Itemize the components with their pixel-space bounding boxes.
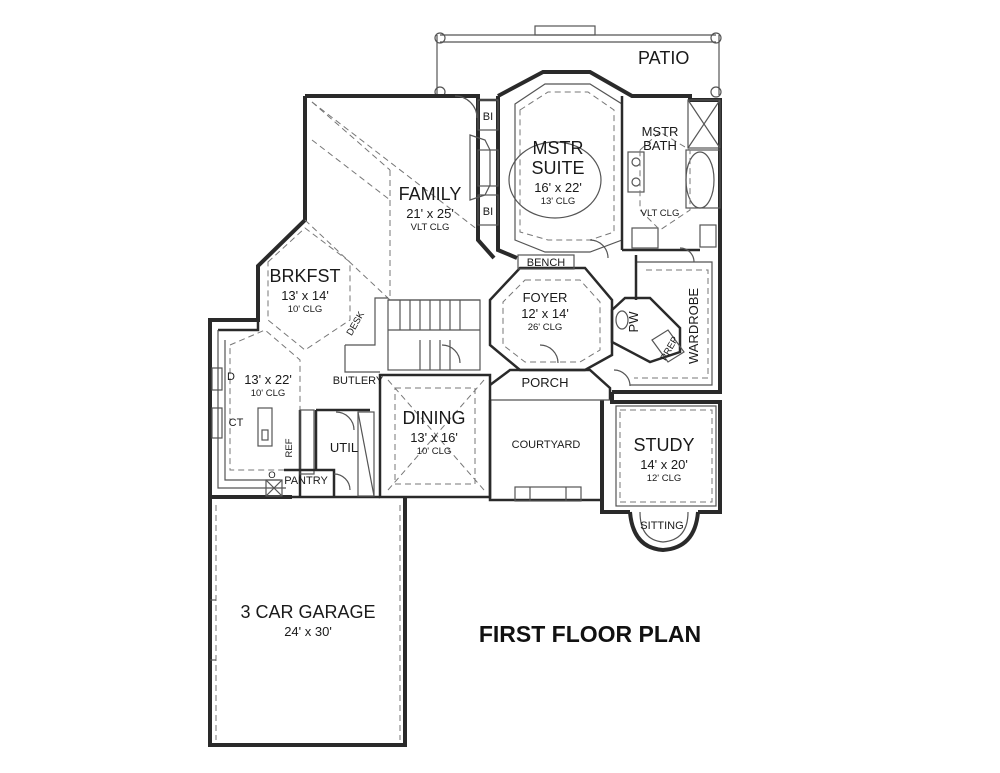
study-dims: 14' x 20': [640, 457, 688, 472]
dining-dims: 13' x 16': [410, 430, 458, 445]
dining-label: DINING: [403, 408, 466, 428]
family-dims: 21' x 25': [406, 206, 454, 221]
utility-pantry: [284, 408, 375, 497]
master-bath-label-2: BATH: [643, 138, 677, 153]
prep-label: PREP: [659, 335, 681, 363]
breakfast-room: [267, 219, 391, 351]
garage-dims: 24' x 30': [284, 624, 332, 639]
built-in-1-label: BI: [483, 111, 493, 123]
stairs: [344, 297, 481, 373]
family-room: [311, 101, 499, 300]
dining-ceiling: 10' CLG: [417, 446, 452, 457]
study-ceiling: 12' CLG: [647, 473, 682, 484]
patio-label: PATIO: [638, 48, 689, 68]
master-suite-walls: [477, 83, 700, 253]
dishwasher-label: D: [227, 371, 235, 383]
foyer-ceiling: 26' CLG: [528, 322, 563, 333]
garage-label: 3 CAR GARAGE: [240, 602, 375, 622]
butlery-label: BUTLERY: [333, 375, 384, 387]
wardrobe-powder: [610, 255, 713, 386]
patio-area: [434, 25, 722, 98]
door-swings: [333, 95, 695, 491]
master-bath-fixtures: [627, 99, 721, 249]
study-label: STUDY: [633, 435, 694, 455]
kitchen-dims: 13' x 22': [244, 372, 292, 387]
sitting-label: SITTING: [640, 520, 683, 532]
bench-label: BENCH: [527, 257, 566, 269]
breakfast-label: BRKFST: [269, 266, 340, 286]
oven-label: O: [268, 470, 275, 481]
master-suite-label-2: SUITE: [531, 158, 584, 178]
family-ceiling: VLT CLG: [411, 222, 450, 233]
kitchen-ceiling: 10' CLG: [251, 388, 286, 399]
master-suite-label-1: MSTR: [533, 138, 584, 158]
master-bath-ceiling: VLT CLG: [641, 208, 680, 219]
dining: [378, 373, 492, 499]
foyer-dims: 12' x 14': [521, 306, 569, 321]
garage: [210, 505, 401, 740]
porch: [489, 368, 612, 401]
kitchen: [211, 320, 301, 497]
courtyard-label: COURTYARD: [512, 439, 581, 451]
cooktop-label: CT: [229, 417, 244, 429]
util-label: UTIL: [330, 440, 358, 455]
foyer-label: FOYER: [523, 290, 568, 305]
built-in-2-label: BI: [483, 206, 493, 218]
master-suite-ceiling: 13' CLG: [541, 196, 576, 207]
breakfast-dims: 13' x 14': [281, 288, 329, 303]
courtyard-feature: [514, 486, 582, 502]
refrigerator-label: REF: [284, 438, 295, 457]
desk-label: DESK: [345, 309, 368, 337]
plan-title: FIRST FLOOR PLAN: [479, 621, 701, 647]
breakfast-ceiling: 10' CLG: [288, 304, 323, 315]
family-label: FAMILY: [399, 184, 462, 204]
master-suite-dims: 16' x 22': [534, 180, 582, 195]
wardrobe-label: WARDROBE: [686, 288, 701, 364]
porch-label: PORCH: [522, 375, 569, 390]
pantry-label: PANTRY: [284, 475, 328, 487]
master-bath-label-1: MSTR: [642, 124, 679, 139]
powder-label: PW: [626, 311, 641, 333]
study: [615, 405, 717, 543]
